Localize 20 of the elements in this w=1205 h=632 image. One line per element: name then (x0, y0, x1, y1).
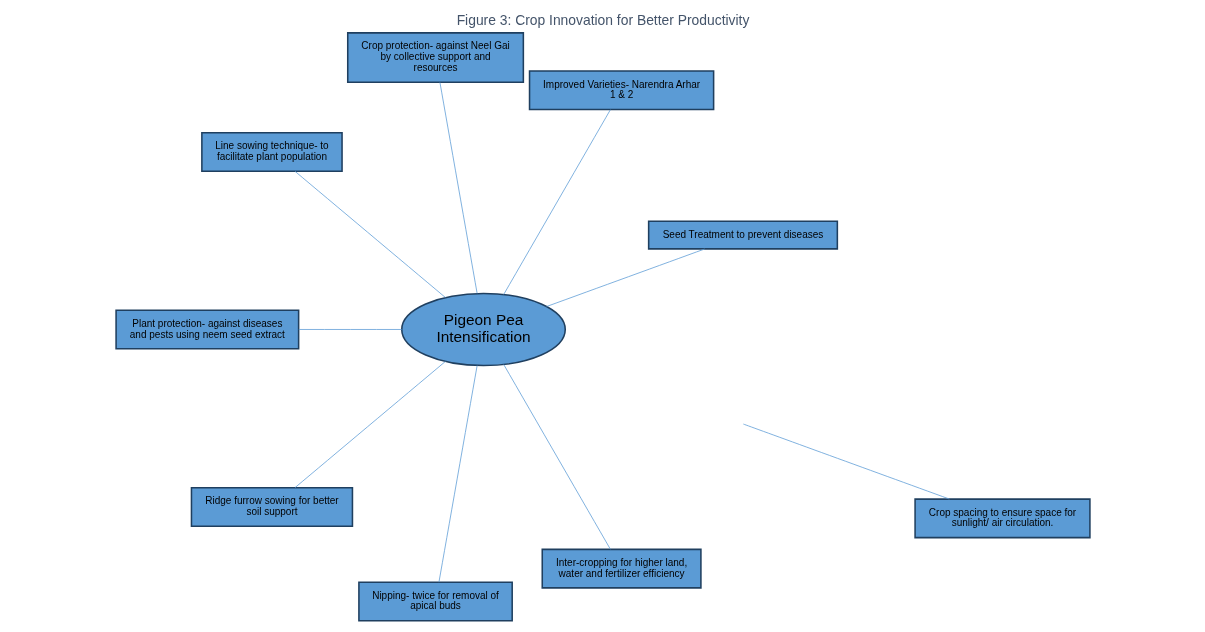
connector (297, 329, 402, 330)
node-box: Plant protection- against diseases and pests using neem seed extract (114, 309, 299, 350)
node-box: Ridge furrow sowing for better soil support (190, 486, 353, 527)
connector (438, 365, 477, 583)
caption: Figure 3: Crop Innovation for Better Productivity (456, 12, 749, 29)
node-box: Nipping- twice for removal of apical buds (357, 581, 513, 622)
connector (439, 82, 477, 294)
node-box: Improved Varieties- Narendra Arhar 1 & 2 (528, 70, 714, 111)
node-box: Line sowing technique- to facilitate plant population (200, 131, 343, 172)
node-box: Inter-cropping for higher land, water and fertilizer efficiency (541, 548, 702, 589)
connector (502, 364, 611, 550)
node-box: Crop spacing to ensure space for sunlight/ air circulation. (913, 498, 1091, 539)
node-box: Crop protection- against Neel Gai by collective support and resources (346, 32, 524, 83)
node-ellipse: Pigeon Pea Intensification (400, 292, 566, 367)
connector (742, 423, 950, 500)
node-box: Seed Treatment to prevent diseases (647, 220, 838, 250)
connector (294, 361, 446, 488)
connector (294, 170, 446, 298)
connector (545, 248, 705, 307)
connector (502, 109, 611, 295)
